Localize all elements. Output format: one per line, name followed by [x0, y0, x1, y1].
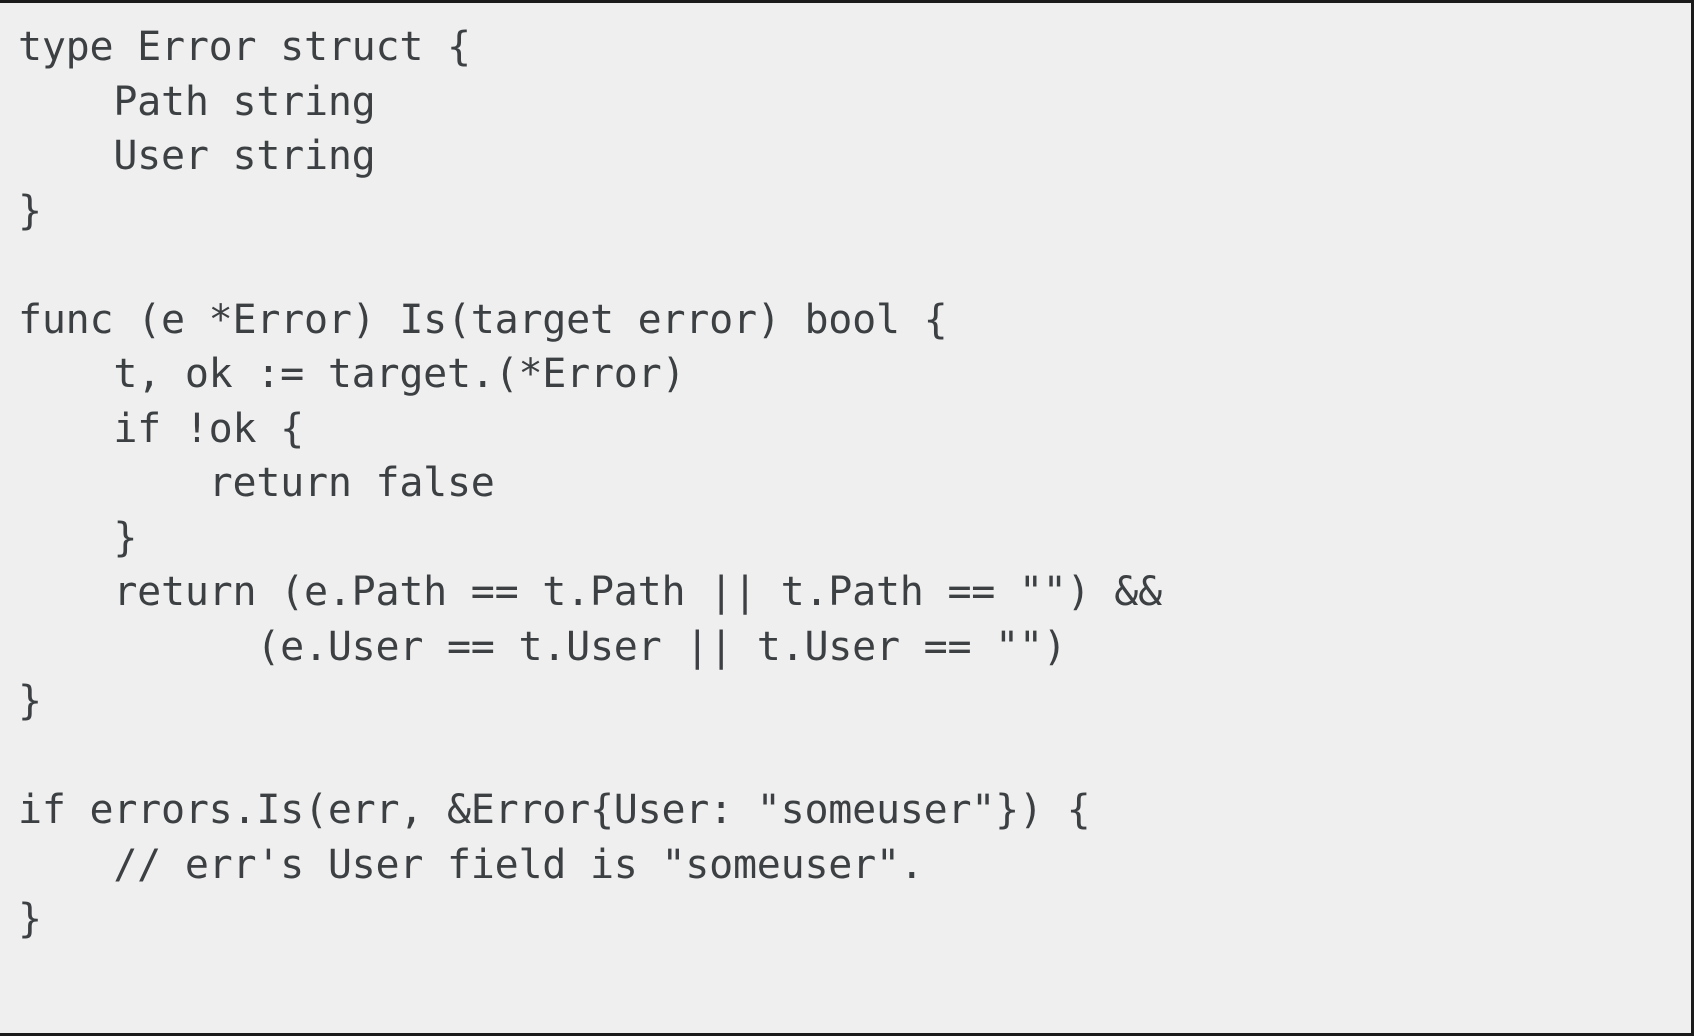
code-line: // err's User field is "someuser". — [18, 841, 924, 888]
code-line: Path string — [18, 78, 376, 125]
code-line: } — [18, 896, 42, 942]
code-line-blank — [18, 729, 1162, 784]
code-line: t, ok := target.(*Error) — [18, 351, 686, 397]
code-content: type Error struct { Path string User str… — [18, 20, 1162, 947]
code-line: type Error struct { — [18, 24, 471, 70]
code-line: } — [18, 514, 138, 561]
code-line: return false — [18, 460, 495, 506]
code-line: User string — [18, 133, 376, 179]
code-line: } — [18, 187, 42, 234]
code-line: if !ok { — [18, 405, 304, 452]
code-line: func (e *Error) Is(target error) bool { — [18, 296, 948, 343]
code-block: type Error struct { Path string User str… — [18, 20, 1162, 947]
code-line: } — [18, 678, 42, 724]
code-line-blank — [18, 238, 1162, 293]
code-line: return (e.Path == t.Path || t.Path == ""… — [18, 569, 1162, 615]
code-line: if errors.Is(err, &Error{User: "someuser… — [18, 787, 1091, 833]
code-line: (e.User == t.User || t.User == "") — [18, 623, 1067, 670]
